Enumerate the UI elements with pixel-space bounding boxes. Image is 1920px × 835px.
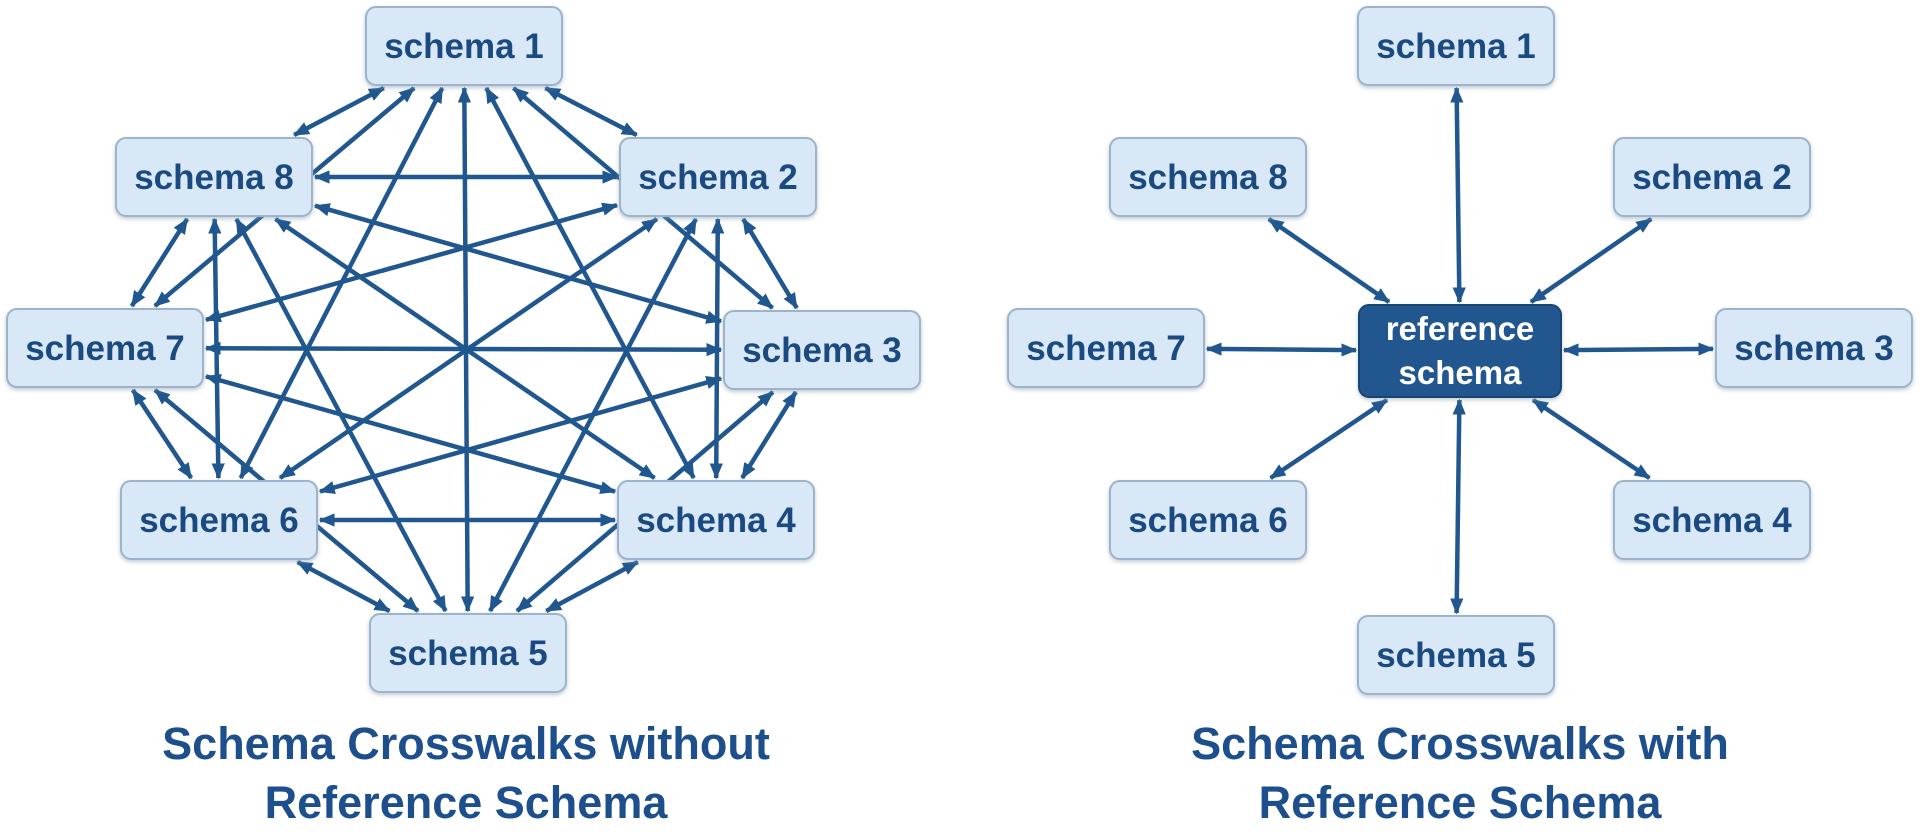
- edge-s7-s8: [129, 217, 190, 308]
- edge-s4-s5: [545, 560, 639, 613]
- edge-s2-s3: [741, 217, 799, 310]
- node-label: schema 8: [134, 158, 294, 197]
- node-box: [1007, 308, 1205, 388]
- left-diagram-caption: Schema Crosswalks without Reference Sche…: [70, 714, 862, 832]
- node-box: [1613, 137, 1811, 217]
- edge-ref-r2: [1529, 217, 1653, 304]
- node-box: [1109, 137, 1307, 217]
- edge-s6-s8: [208, 217, 225, 480]
- caption-line-2: Reference Schema: [1258, 777, 1662, 828]
- node-box: [619, 137, 817, 217]
- edge-ref-r4: [1531, 398, 1651, 480]
- node-label: schema 2: [1632, 158, 1792, 197]
- node-label: schema 1: [384, 27, 544, 66]
- edge-s6-s7: [130, 388, 194, 480]
- right-diagram-caption: Schema Crosswalks with Reference Schema: [1064, 714, 1856, 832]
- node-schema-3: schema 3: [1715, 308, 1913, 388]
- edge-s3-s4: [740, 390, 798, 480]
- edge-ref-r6: [1269, 398, 1389, 480]
- left-diagram-nodes: schema 1 schema 2 schema 3 schema 4 schema 5…: [6, 6, 921, 693]
- node-schema-2: schema 2: [1613, 137, 1811, 217]
- node-schema-7: schema 7: [6, 308, 204, 388]
- edge-ref-r1: [1450, 86, 1466, 304]
- edge-s5-s8: [234, 217, 448, 613]
- edge-s4-s7: [204, 373, 617, 495]
- edge-ref-r3: [1562, 342, 1715, 357]
- node-box: [1358, 304, 1562, 398]
- node-label: schema 3: [1734, 329, 1894, 368]
- node-box: [120, 480, 318, 560]
- node-box: [1109, 480, 1307, 560]
- node-label: schema 7: [25, 329, 185, 368]
- edge-s3-s6: [318, 376, 723, 494]
- node-schema-2: schema 2: [619, 137, 817, 217]
- edge-ref-r7: [1205, 342, 1358, 357]
- node-box: [1357, 6, 1555, 86]
- edge-s3-s8: [313, 203, 723, 324]
- caption-line-2: Reference Schema: [264, 777, 668, 828]
- node-label: schema 5: [388, 634, 548, 673]
- node-schema-1: schema 1: [365, 6, 563, 86]
- caption-line-1: Schema Crosswalks with: [1191, 718, 1729, 769]
- edge-s2-s7: [204, 202, 619, 323]
- node-label-line-1: reference: [1386, 310, 1535, 347]
- node-label: schema 8: [1128, 158, 1288, 197]
- edge-s1-s8: [293, 86, 385, 137]
- node-box: [723, 310, 921, 390]
- node-box: [1715, 308, 1913, 388]
- node-schema-8: schema 8: [1109, 137, 1307, 217]
- left-diagram-edges: [129, 85, 799, 613]
- right-diagram-edges: [1205, 86, 1715, 615]
- node-label: schema 2: [638, 158, 798, 197]
- node-label: schema 6: [139, 501, 299, 540]
- right-diagram-nodes: schema 1 schema 2 schema 3 schema 4 schema 5…: [1007, 6, 1913, 695]
- node-box: [6, 308, 204, 388]
- node-schema-6: schema 6: [1109, 480, 1307, 560]
- node-label-line-2: schema: [1399, 354, 1523, 391]
- node-label: schema 6: [1128, 501, 1288, 540]
- node-label: schema 7: [1026, 329, 1186, 368]
- node-schema-5: schema 5: [369, 613, 567, 693]
- node-label: schema 5: [1376, 636, 1536, 675]
- node-label: reference schema: [1386, 310, 1535, 391]
- caption-line-1: Schema Crosswalks without: [162, 718, 770, 769]
- node-schema-1: schema 1: [1357, 6, 1555, 86]
- node-box: [369, 613, 567, 693]
- node-box: [365, 6, 563, 86]
- edge-ref-r5: [1450, 398, 1466, 615]
- node-reference-schema: reference schema: [1358, 304, 1562, 398]
- node-box: [617, 480, 815, 560]
- node-schema-4: schema 4: [1613, 480, 1811, 560]
- node-schema-6: schema 6: [120, 480, 318, 560]
- node-label: schema 4: [636, 501, 796, 540]
- node-label: schema 4: [1632, 501, 1792, 540]
- node-label: schema 3: [742, 331, 902, 370]
- node-schema-5: schema 5: [1357, 615, 1555, 695]
- node-schema-7: schema 7: [1007, 308, 1205, 388]
- node-schema-3: schema 3: [723, 310, 921, 390]
- edge-ref-r8: [1267, 217, 1391, 304]
- node-schema-8: schema 8: [115, 137, 313, 217]
- edge-s5-s6: [296, 560, 391, 613]
- node-label: schema 1: [1376, 27, 1536, 66]
- node-box: [1613, 480, 1811, 560]
- node-box: [115, 137, 313, 217]
- node-schema-4: schema 4: [617, 480, 815, 560]
- node-box: [1357, 615, 1555, 695]
